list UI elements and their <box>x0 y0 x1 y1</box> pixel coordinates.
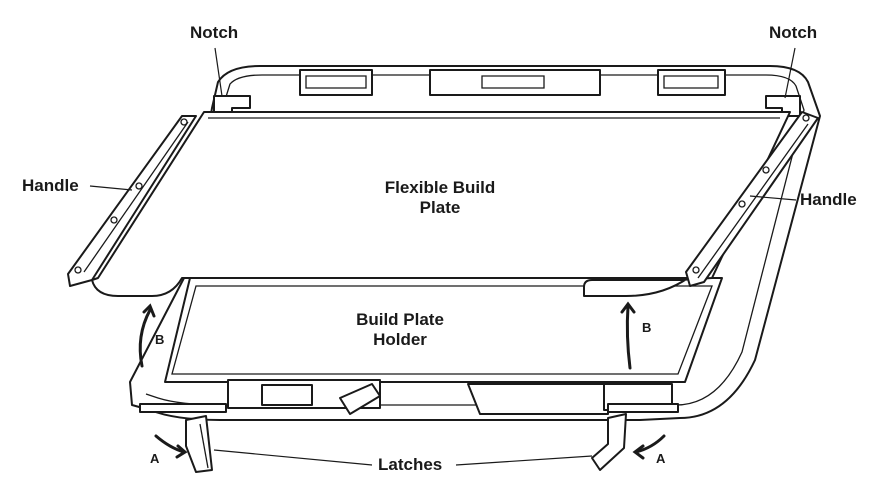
top-clip-left <box>299 69 373 96</box>
arrow-a-right <box>634 434 666 454</box>
notch-left-label: Notch <box>190 23 239 42</box>
flexible-plate-label-line2: Plate <box>419 198 461 217</box>
arrow-a-left-label: A <box>150 451 160 466</box>
bottom-slot-right <box>467 383 609 415</box>
holder-label-line2: Holder <box>373 330 427 349</box>
latches-label: Latches <box>378 455 443 474</box>
arrow-a-right-label: A <box>656 451 666 466</box>
leader-latches-left <box>213 449 373 466</box>
leader-handle-left <box>89 185 133 191</box>
top-clip-right <box>657 69 726 96</box>
handle-left-label: Handle <box>22 176 79 195</box>
flexible-plate-label-line1: Flexible Build <box>384 178 496 197</box>
arrow-a-left <box>154 434 186 454</box>
leader-handle-right <box>749 195 797 201</box>
handle-left-bar <box>67 115 197 287</box>
leader-notch-right <box>784 47 796 99</box>
handle-right-label: Handle <box>800 190 857 209</box>
latch-left <box>185 415 213 473</box>
holder-label-line1: Build Plate <box>356 310 444 329</box>
arrow-b-right <box>625 304 632 370</box>
top-clip-center <box>429 69 601 96</box>
flexible-build-plate <box>91 111 791 297</box>
arrow-b-right-label: B <box>642 320 652 335</box>
arrow-b-left <box>138 308 152 368</box>
leader-latches-right <box>455 455 593 466</box>
latch-right <box>591 413 627 471</box>
leader-notch-left <box>214 47 223 97</box>
notch-right-label: Notch <box>769 23 818 42</box>
arrow-b-left-label: B <box>155 332 165 347</box>
